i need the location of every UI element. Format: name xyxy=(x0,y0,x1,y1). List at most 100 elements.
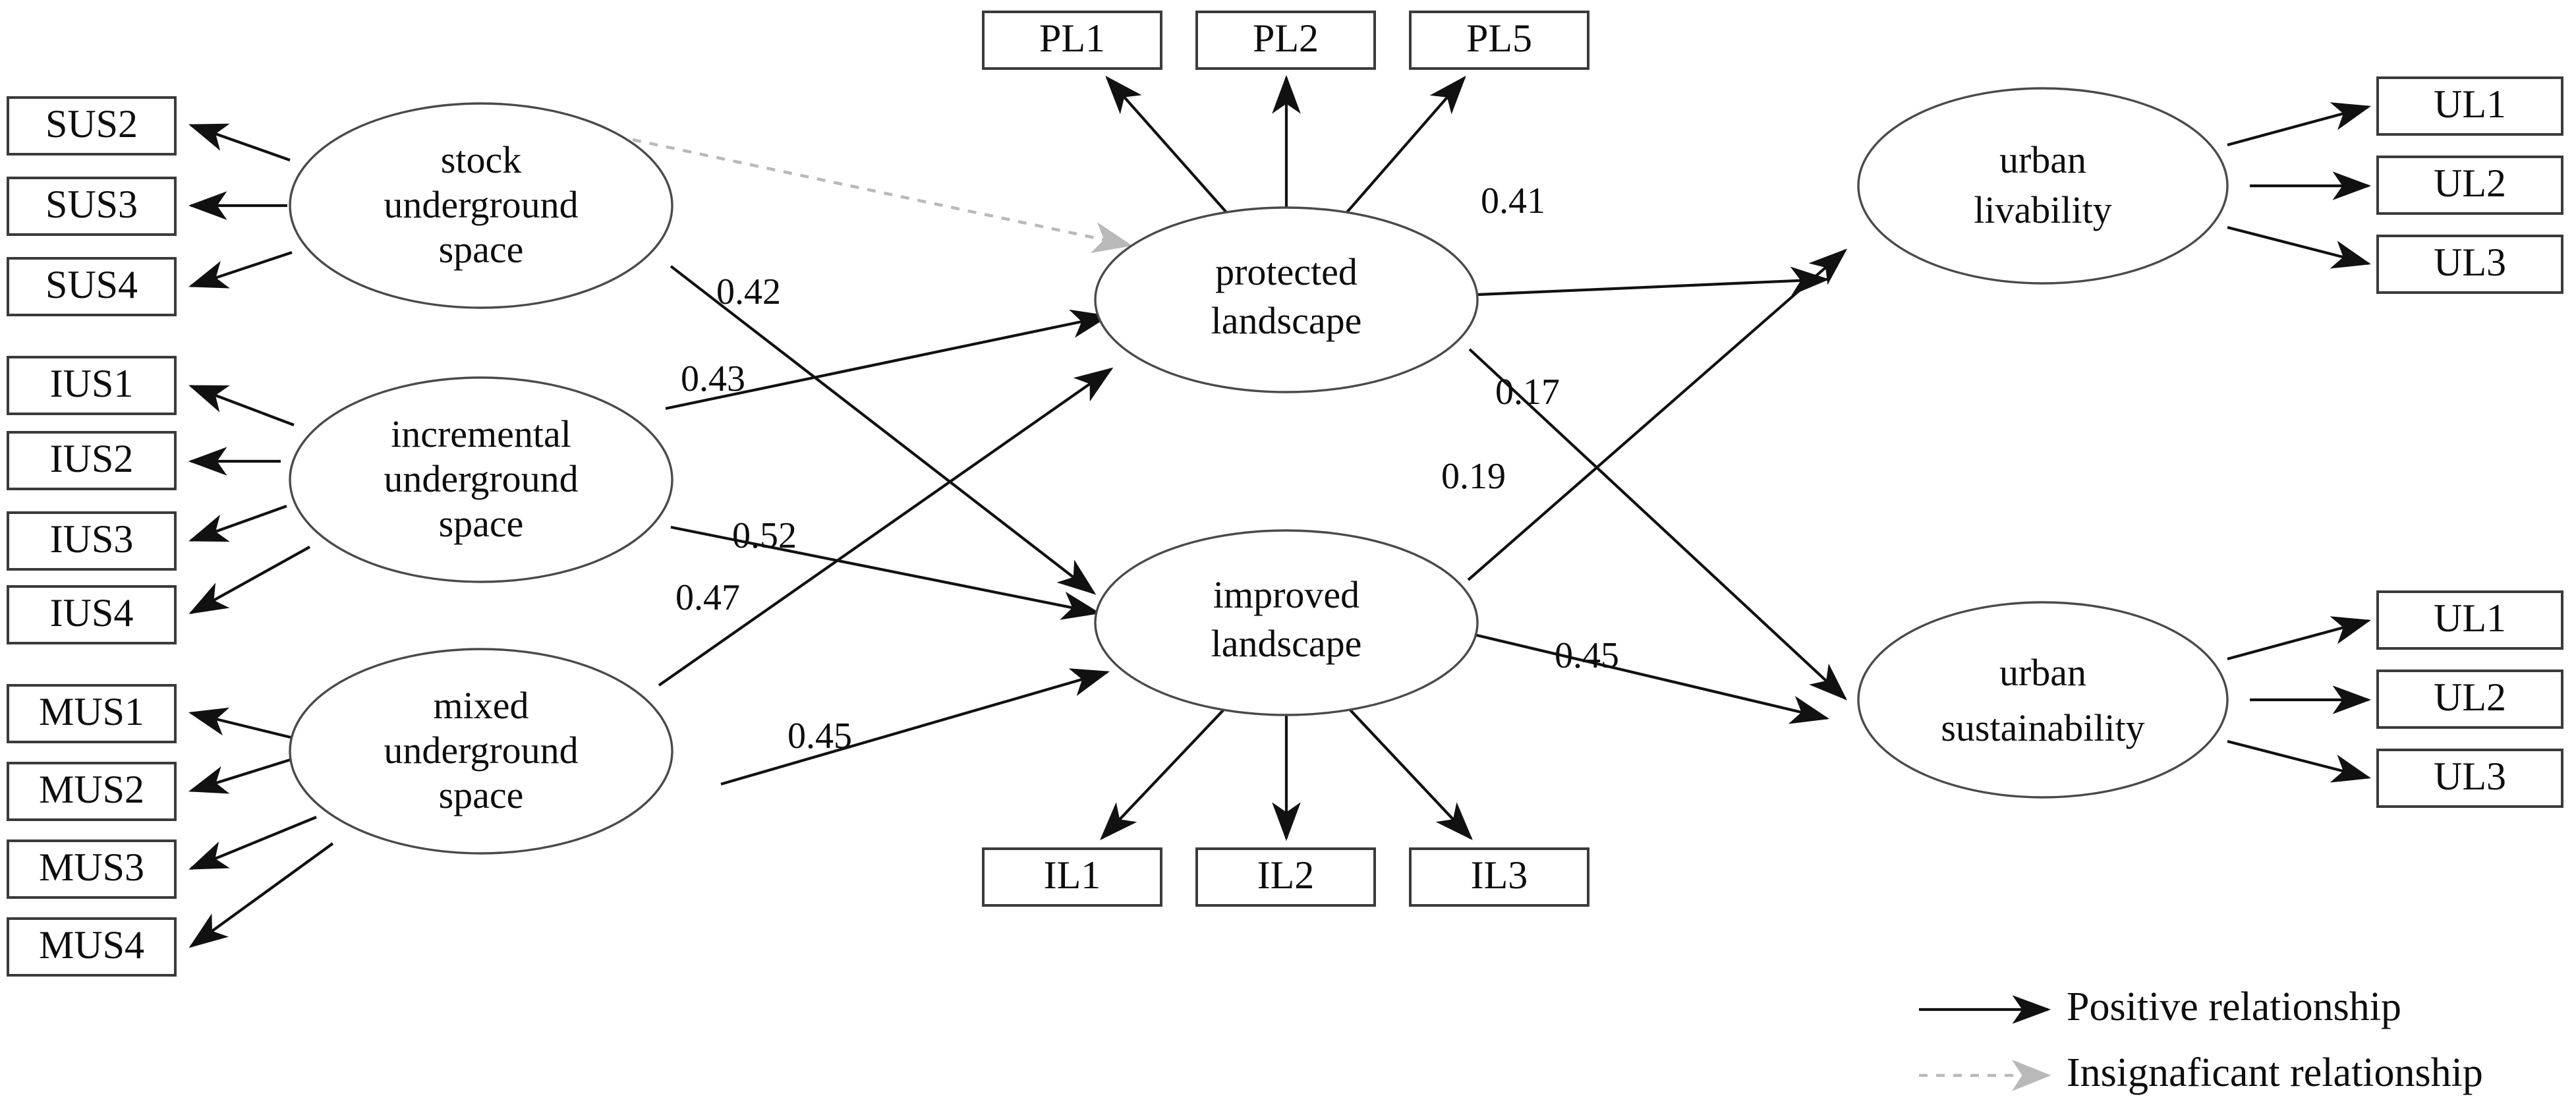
measurement-arrows-livability xyxy=(2227,102,2372,269)
latent-protected-landscape[interactable]: protected landscape xyxy=(1094,206,1479,393)
latent-label-mixed-line2: underground xyxy=(384,729,578,772)
arrow-mixed-to-mus4 xyxy=(188,842,334,948)
arrow-mixed-to-mus1 xyxy=(188,707,310,744)
latent-urban-livability[interactable]: urban livability xyxy=(1857,87,2229,285)
indicator-box-il2[interactable] xyxy=(1195,847,1376,907)
indicator-label-ius3: IUS3 xyxy=(50,517,134,561)
coefficient-label-0-45-improved: 0.45 xyxy=(1555,635,1619,676)
path-incremental-to-protected-landscape xyxy=(665,309,1110,411)
latent-label-mixed-line3: space xyxy=(439,774,524,816)
indicator-box-pl5[interactable] xyxy=(1409,11,1589,70)
indicator-label-il2: IL2 xyxy=(1257,853,1315,897)
indicator-group-incremental: IUS1 IUS2 IUS3 IUS4 xyxy=(7,356,177,644)
indicator-box-il1[interactable] xyxy=(982,847,1162,907)
latent-urban-sustainability[interactable]: urban sustainability xyxy=(1857,601,2229,799)
coefficient-label-0-43: 0.43 xyxy=(681,358,745,399)
indicator-box-ius4[interactable] xyxy=(7,585,177,644)
indicator-label-sus2: SUS2 xyxy=(45,102,138,146)
latent-ellipse-stock[interactable] xyxy=(289,102,673,309)
indicator-box-ius1[interactable] xyxy=(7,356,177,415)
measurement-arrows-stock xyxy=(188,123,293,289)
indicator-box-il3[interactable] xyxy=(1409,847,1589,907)
indicator-label-pl1: PL1 xyxy=(1039,16,1105,60)
measurement-arrows-sustainability xyxy=(2227,616,2372,783)
coefficient-label-0-47: 0.47 xyxy=(675,577,740,618)
indicator-box-ius2[interactable] xyxy=(7,431,177,490)
latent-label-livability-line2: livability xyxy=(1974,188,2111,231)
indicator-box-pl2[interactable] xyxy=(1195,11,1376,70)
indicator-label-ul1-sustainability: UL1 xyxy=(2434,596,2506,640)
arrow-mixed-to-mus2 xyxy=(188,756,297,794)
measurement-arrows-incremental xyxy=(188,385,311,615)
indicator-group-urban-livability: UL1 UL2 UL3 xyxy=(2376,76,2563,294)
indicator-label-ul3-sustainability: UL3 xyxy=(2434,755,2506,798)
coefficient-label-0-17: 0.17 xyxy=(1495,372,1560,413)
latent-stock-underground-space[interactable]: stock underground space xyxy=(289,102,673,309)
indicator-box-sus2[interactable] xyxy=(7,96,177,156)
latent-label-stock-line3: space xyxy=(439,228,524,271)
indicator-label-sus3: SUS3 xyxy=(45,183,138,226)
latent-ellipse-protected-landscape[interactable] xyxy=(1094,206,1479,393)
path-mixed-to-improved-landscape xyxy=(720,668,1110,786)
indicator-box-ul3-sustainability[interactable] xyxy=(2376,749,2563,808)
arrow-livability-to-ul3 xyxy=(2227,225,2372,269)
measurement-arrows-mixed xyxy=(188,707,334,948)
indicator-box-ul3-livability[interactable] xyxy=(2376,235,2563,294)
indicator-label-mus4: MUS4 xyxy=(39,923,144,967)
latent-incremental-underground-space[interactable]: incremental underground space xyxy=(289,376,673,583)
latent-label-sustainability-line2: sustainability xyxy=(1941,706,2144,749)
indicator-box-mus2[interactable] xyxy=(7,762,177,821)
indicator-box-ul1-sustainability[interactable] xyxy=(2376,590,2563,650)
indicator-box-mus1[interactable] xyxy=(7,684,177,743)
indicator-box-sus3[interactable] xyxy=(7,177,177,236)
indicator-box-pl1[interactable] xyxy=(982,11,1162,70)
path-mixed-to-protected-landscape xyxy=(658,367,1114,687)
indicator-box-ul2-sustainability[interactable] xyxy=(2376,669,2563,729)
indicator-label-il1: IL1 xyxy=(1044,853,1101,897)
indicator-label-ius2: IUS2 xyxy=(50,437,134,480)
arrow-incremental-to-ius3 xyxy=(188,505,287,542)
indicator-box-sus4[interactable] xyxy=(7,257,177,316)
path-improved-landscape-to-urban-livability xyxy=(1467,248,1848,581)
path-protected-landscape-to-urban-livability xyxy=(1462,266,1830,297)
legend-insignificant-label: Insignaficant relationship xyxy=(2067,1050,2483,1095)
indicator-box-ul2-livability[interactable] xyxy=(2376,156,2563,215)
latent-ellipse-improved-landscape[interactable] xyxy=(1094,529,1479,716)
indicator-box-mus4[interactable] xyxy=(7,917,177,977)
coefficient-label-0-45-mixed: 0.45 xyxy=(787,716,852,756)
arrow-stock-to-sus2 xyxy=(188,123,291,161)
arrow-sustainability-to-ul1 xyxy=(2227,616,2372,661)
indicator-box-ul1-livability[interactable] xyxy=(2376,76,2563,136)
indicator-box-ius3[interactable] xyxy=(7,511,177,571)
legend-positive-label: Positive relationship xyxy=(2067,984,2401,1029)
indicator-label-mus1: MUS1 xyxy=(39,690,144,733)
arrow-incremental-to-ius1 xyxy=(188,385,295,426)
arrow-mixed-to-mus3 xyxy=(188,816,317,870)
path-stock-to-improved-landscape xyxy=(670,265,1097,595)
latent-ellipse-mixed[interactable] xyxy=(289,648,673,855)
latent-label-protected-line1: protected xyxy=(1215,250,1358,293)
latent-label-stock-line1: stock xyxy=(441,138,521,181)
indicator-label-pl2: PL2 xyxy=(1253,16,1319,60)
coefficient-label-0-41: 0.41 xyxy=(1481,181,1545,221)
latent-label-improved-line1: improved xyxy=(1213,573,1360,616)
latent-label-stock-line2: underground xyxy=(384,183,578,226)
indicator-label-ul3-livability: UL3 xyxy=(2434,241,2506,284)
indicator-box-mus3[interactable] xyxy=(7,840,177,899)
latent-mixed-underground-space[interactable]: mixed underground space xyxy=(289,648,673,855)
coefficient-label-0-42: 0.42 xyxy=(716,271,781,312)
arrow-incremental-to-ius4 xyxy=(188,546,311,615)
arrow-stock-to-sus4 xyxy=(188,251,293,289)
latent-label-incremental-line3: space xyxy=(439,502,524,545)
path-protected-landscape-to-urban-sustainability xyxy=(1468,348,1848,700)
path-incremental-to-improved-landscape xyxy=(670,525,1101,620)
indicator-group-improved-landscape: IL1 IL2 IL3 xyxy=(982,847,1589,907)
latent-ellipse-urban-sustainability[interactable] xyxy=(1857,601,2229,799)
latent-label-mixed-line1: mixed xyxy=(434,684,529,727)
indicator-label-ul2-livability: UL2 xyxy=(2434,161,2506,205)
indicator-label-ul2-sustainability: UL2 xyxy=(2434,675,2506,719)
latent-ellipse-urban-livability[interactable] xyxy=(1857,87,2229,285)
latent-ellipse-incremental[interactable] xyxy=(289,376,673,583)
latent-improved-landscape[interactable]: improved landscape xyxy=(1094,529,1479,716)
